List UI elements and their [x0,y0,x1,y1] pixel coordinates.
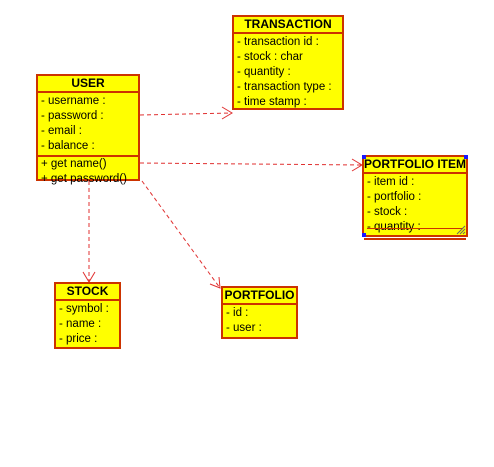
attribute: - portfolio : [367,191,422,203]
attribute: - price : [59,333,98,345]
attribute: - password : [41,110,104,122]
attribute: - symbol : [59,303,109,315]
arrow-user-to-portfolio [141,180,221,289]
attribute: - email : [41,125,82,137]
attributes-section: - id : - user : [223,305,296,339]
empty-methods-divider [367,228,463,229]
attribute: - name : [59,318,102,330]
arrowhead-portfolio [209,276,221,289]
class-portfolio-item[interactable]: PORTFOLIO ITEM - item id : - portfolio :… [362,155,468,240]
attribute: - item id : [367,176,415,188]
arrowhead-transaction [221,106,233,120]
selection-handle-bottom-left[interactable] [362,233,366,237]
class-user[interactable]: USER - username : - password : - email :… [36,74,140,185]
class-transaction[interactable]: TRANSACTION - transaction id : - stock :… [232,15,344,110]
method: + get password() [41,173,127,185]
class-title: PORTFOLIO [223,288,296,305]
class-title: USER [38,76,138,93]
attribute: - transaction id : [237,36,319,48]
selection-handle-top-right[interactable] [464,155,468,159]
attributes-section: - username : - password : - email : - ba… [38,93,138,157]
class-portfolio[interactable]: PORTFOLIO - id : - user : [221,286,298,339]
attribute: - username : [41,95,106,107]
attributes-section: - symbol : - name : - price : [56,301,119,350]
attribute: - stock : [367,206,408,218]
attribute: - id : [226,307,249,319]
selection-handle-top-left[interactable] [362,155,366,159]
attribute: - balance : [41,140,95,152]
resize-grip-icon[interactable] [456,225,466,235]
class-stock[interactable]: STOCK - symbol : - name : - price : [54,282,121,349]
attributes-section: - transaction id : - stock : char - quan… [234,34,342,113]
arrow-user-to-transaction [139,112,233,116]
attribute: - stock : char [237,51,303,63]
method: + get name() [41,158,107,170]
attribute: - quantity : [237,66,291,78]
attributes-section: - item id : - portfolio : - stock : - qu… [364,174,466,240]
class-title: TRANSACTION [234,17,342,34]
attribute: - quantity : [367,221,421,233]
attribute: - time stamp : [237,96,307,108]
arrow-user-to-portfolio-item [139,162,363,166]
class-title: STOCK [56,284,119,301]
class-title: PORTFOLIO ITEM [364,157,466,174]
attribute: - user : [226,322,262,334]
methods-section: + get name() + get password() [38,157,138,190]
attribute: - transaction type : [237,81,332,93]
